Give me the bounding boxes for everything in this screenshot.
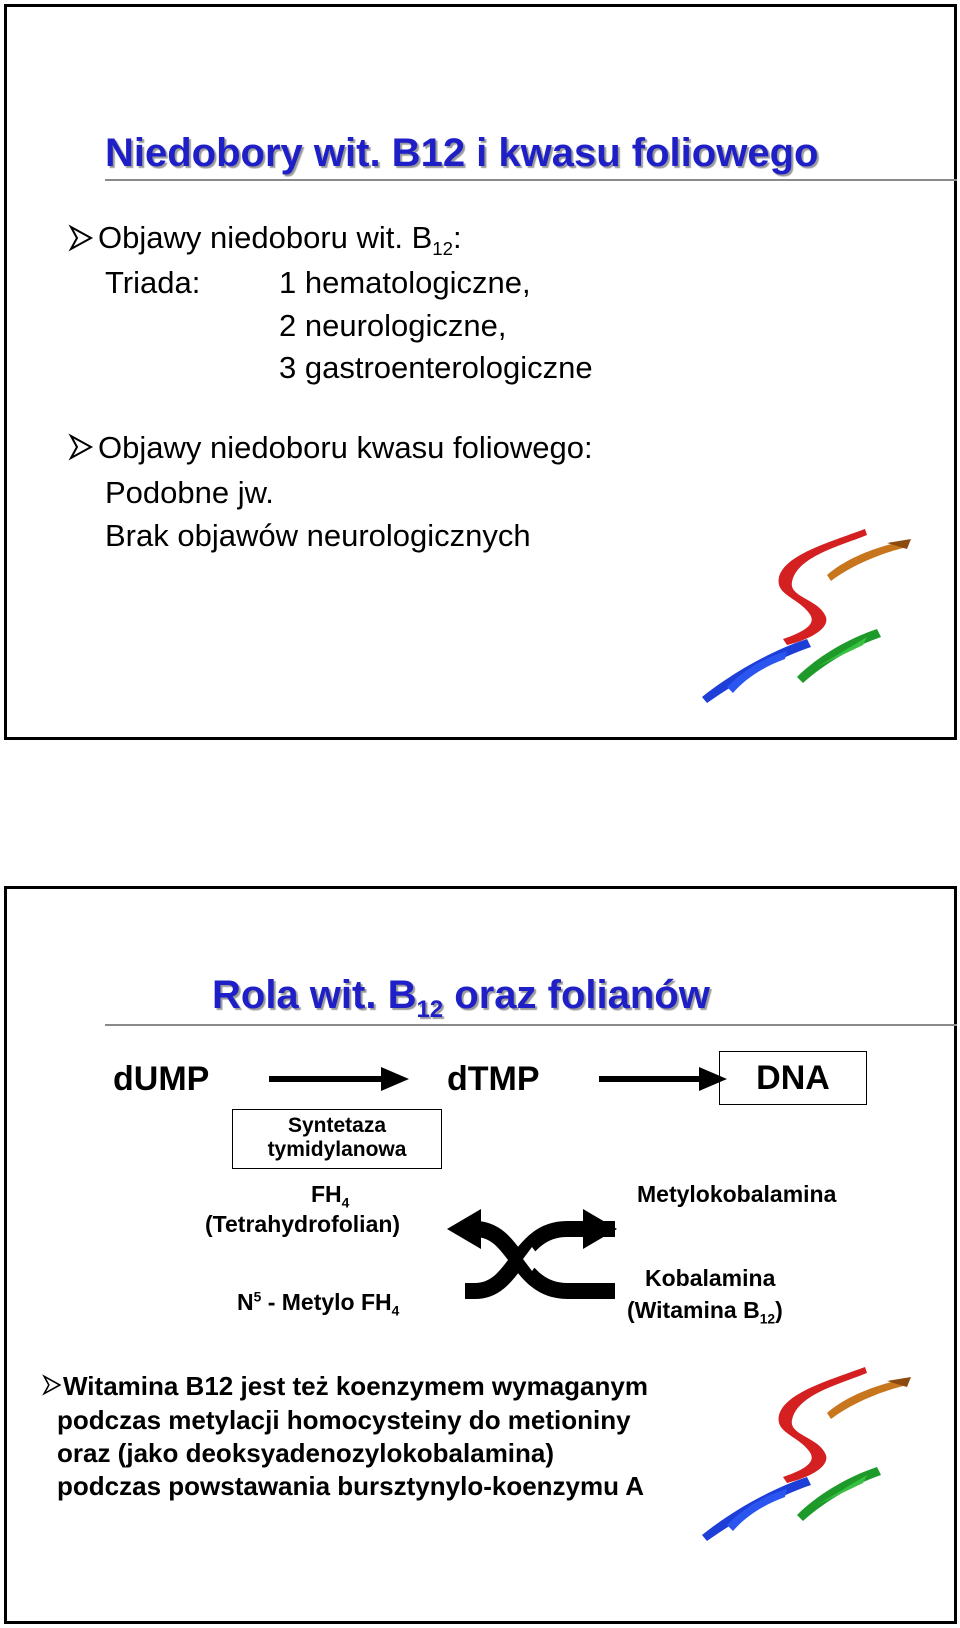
brush-logo-icon <box>697 1365 927 1560</box>
slide-1: Niedobory wit. B12 i kwasu foliowego Obj… <box>4 4 957 740</box>
enzyme-line-2: tymidylanowa <box>267 1138 407 1161</box>
n5-subscript: 4 <box>391 1303 400 1319</box>
slide-1-title: Niedobory wit. B12 i kwasu foliowego <box>105 131 819 175</box>
bullet-1-label: Objawy niedoboru wit. B <box>98 220 433 255</box>
bullet-1-subscript: 12 <box>432 238 453 260</box>
metylokobalamina-label: Metylokobalamina <box>637 1181 837 1207</box>
note-line-4: podczas powstawania bursztynylo-koenzymu… <box>57 1471 645 1501</box>
n5-text: N <box>237 1289 254 1315</box>
title-suffix: oraz folianów <box>443 973 710 1017</box>
arrow-right-icon <box>599 1067 727 1096</box>
triada-item-1: 1 hematologiczne, <box>279 265 531 300</box>
n5-superscript: 5 <box>253 1289 262 1305</box>
fh4-name: (Tetrahydrofolian) <box>205 1211 401 1237</box>
crossed-arrows-icon <box>447 1199 617 1324</box>
n5-mid-text: - Metylo FH <box>261 1289 392 1315</box>
note-line-3: oraz (jako deoksyadenozylokobalamina) <box>57 1438 555 1468</box>
dna-box: DNA <box>719 1051 867 1105</box>
title-prefix: Rola wit. B <box>212 973 417 1017</box>
bullet-1-suffix: : <box>452 220 462 255</box>
fh4-label: FH4 <box>311 1181 349 1211</box>
arrow-right-icon <box>269 1067 409 1096</box>
triada-item-3: 3 gastroenterologiczne <box>279 350 593 385</box>
triada-item-2: 2 neurologiczne, <box>279 308 507 343</box>
title-subscript: 12 <box>416 996 444 1023</box>
triada-label: Triada: <box>105 265 201 300</box>
enzyme-line-1: Syntetaza <box>287 1114 387 1137</box>
bullet-arrow-icon <box>41 1373 63 1402</box>
witamina-text: (Witamina B <box>627 1297 760 1323</box>
witamina-subscript: 12 <box>759 1311 776 1327</box>
n5-methyl-fh4-label: N5 - Metylo FH4 <box>237 1289 399 1319</box>
fh4-subscript: 4 <box>341 1195 350 1211</box>
title-underline <box>105 179 957 181</box>
fh4-text: FH <box>311 1181 342 1207</box>
dump-label: dUMP <box>113 1060 210 1098</box>
brush-logo-icon <box>697 527 927 722</box>
witamina-suffix: ) <box>775 1297 783 1323</box>
bullet-2-line-2: Brak objawów neurologicznych <box>105 518 531 553</box>
dtmp-label: dTMP <box>447 1060 540 1098</box>
bullet-2-line-1: Podobne jw. <box>105 475 274 510</box>
note-line-2: podczas metylacji homocysteiny do metion… <box>57 1405 631 1435</box>
title-underline <box>105 1024 957 1026</box>
slide-2-title: Rola wit. B12 oraz folianów <box>212 973 710 1024</box>
witamina-b12-label: (Witamina B12) <box>627 1297 783 1327</box>
enzyme-box: Syntetaza tymidylanowa <box>232 1109 442 1169</box>
kobalamina-label: Kobalamina <box>645 1265 776 1291</box>
bullet-arrow-icon <box>67 223 95 258</box>
note-line-1: Witamina B12 jest też koenzymem wymagany… <box>63 1371 648 1401</box>
slide-2: Rola wit. B12 oraz folianów dUMP dTMP DN… <box>4 886 957 1624</box>
bullet-2-text: Objawy niedoboru kwasu foliowego: <box>98 430 593 465</box>
bullet-arrow-icon <box>67 432 95 467</box>
bullet-1-text: Objawy niedoboru wit. B12: <box>98 222 462 259</box>
